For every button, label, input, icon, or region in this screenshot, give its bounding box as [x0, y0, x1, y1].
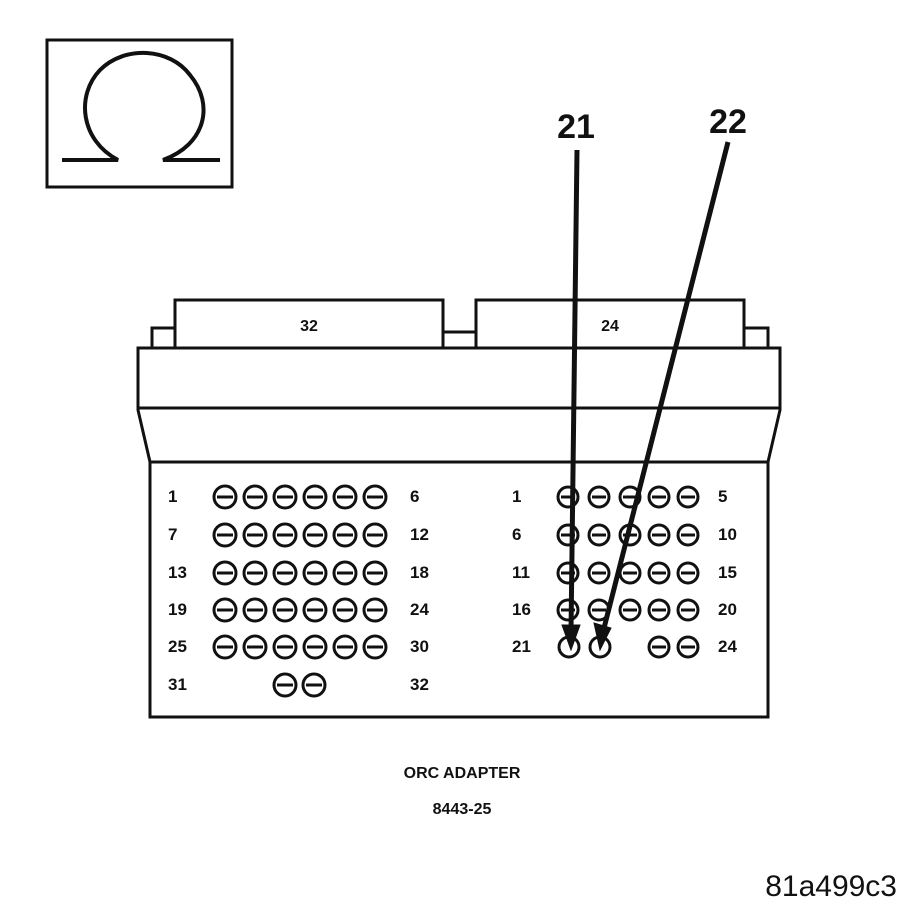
pin-label: 30 [410, 637, 429, 656]
pin-socket [647, 523, 671, 547]
callout-21-arrowhead [561, 624, 581, 652]
pin-socket [676, 561, 700, 585]
pin-label: 21 [512, 637, 531, 656]
pin-socket [362, 597, 388, 623]
pin-socket [362, 484, 388, 510]
pin-socket [302, 560, 328, 586]
connector-24-label: 24 [601, 318, 619, 335]
pin-socket [212, 597, 238, 623]
pin-socket [242, 560, 268, 586]
pin-socket [301, 672, 327, 698]
caption-title: ORC ADAPTER [404, 765, 521, 782]
pin-label: 10 [718, 525, 737, 544]
pin-socket [676, 635, 700, 659]
connector-32-label: 32 [300, 318, 318, 335]
pin-socket [647, 485, 671, 509]
pin-socket [242, 634, 268, 660]
pin-socket [647, 598, 671, 622]
pin-label: 24 [718, 637, 737, 656]
pin-socket [212, 634, 238, 660]
pin-socket [362, 560, 388, 586]
pin-label: 18 [410, 563, 429, 582]
callout-22-arrowhead [593, 622, 612, 652]
pin-socket [272, 560, 298, 586]
pin-socket [302, 522, 328, 548]
pin-label: 12 [410, 525, 429, 544]
pin-socket [676, 598, 700, 622]
pin-label: 1 [168, 487, 177, 506]
pin-socket [676, 485, 700, 509]
pin-socket [362, 522, 388, 548]
pin-socket [272, 522, 298, 548]
callout-22-leader [600, 141, 731, 633]
figure-id: 81a499c3 [765, 870, 897, 903]
pin-socket [302, 597, 328, 623]
pin-socket [212, 560, 238, 586]
pin-label: 13 [168, 563, 187, 582]
pin-socket [647, 561, 671, 585]
pin-label: 1 [512, 487, 521, 506]
pin-label: 25 [168, 637, 187, 656]
pin-socket [302, 484, 328, 510]
pin-label: 32 [410, 675, 429, 694]
pin-label: 6 [410, 487, 419, 506]
pin-label: 19 [168, 600, 187, 619]
pin-label: 15 [718, 563, 737, 582]
connector-32-pins: 1 6 7 12 13 18 19 24 25 30 31 32 [168, 484, 429, 698]
pin-socket [587, 561, 611, 585]
ohm-symbol-frame [45, 38, 234, 189]
pin-socket [272, 672, 298, 698]
caption-part-number: 8443-25 [433, 801, 492, 818]
pin-label: 31 [168, 675, 187, 694]
pin-label: 11 [512, 563, 530, 582]
pin-label: 24 [410, 600, 429, 619]
pin-socket [647, 635, 671, 659]
ohm-symbol [45, 38, 234, 189]
pin-label: 5 [718, 487, 727, 506]
pin-socket [272, 634, 298, 660]
callout-arrows [561, 141, 731, 652]
pin-socket [362, 634, 388, 660]
pin-socket [587, 523, 611, 547]
pin-socket [332, 634, 358, 660]
pin-socket [302, 634, 328, 660]
pin-socket [272, 484, 298, 510]
pin-socket [332, 597, 358, 623]
pin-socket [332, 560, 358, 586]
adapter-face [148, 460, 770, 719]
ohm-icon [62, 50, 220, 162]
pin-socket [242, 597, 268, 623]
pin-socket [332, 522, 358, 548]
pin-socket [212, 522, 238, 548]
pin-socket [212, 484, 238, 510]
pin-socket [676, 523, 700, 547]
pin-socket [332, 484, 358, 510]
pin-label: 6 [512, 525, 521, 544]
callout-21-leader [568, 149, 580, 633]
pin-socket [242, 522, 268, 548]
pin-label: 7 [168, 525, 177, 544]
pin-socket [618, 598, 642, 622]
connector-24-pins: 1 5 6 10 11 15 16 20 21 24 [512, 485, 737, 659]
pin-label: 20 [718, 600, 737, 619]
pin-label: 16 [512, 600, 531, 619]
callout-22-label: 22 [709, 103, 747, 141]
adapter-shell [136, 346, 782, 464]
callout-21-label: 21 [557, 108, 595, 146]
pin-socket [242, 484, 268, 510]
pin-socket [272, 597, 298, 623]
pin-socket [587, 485, 611, 509]
